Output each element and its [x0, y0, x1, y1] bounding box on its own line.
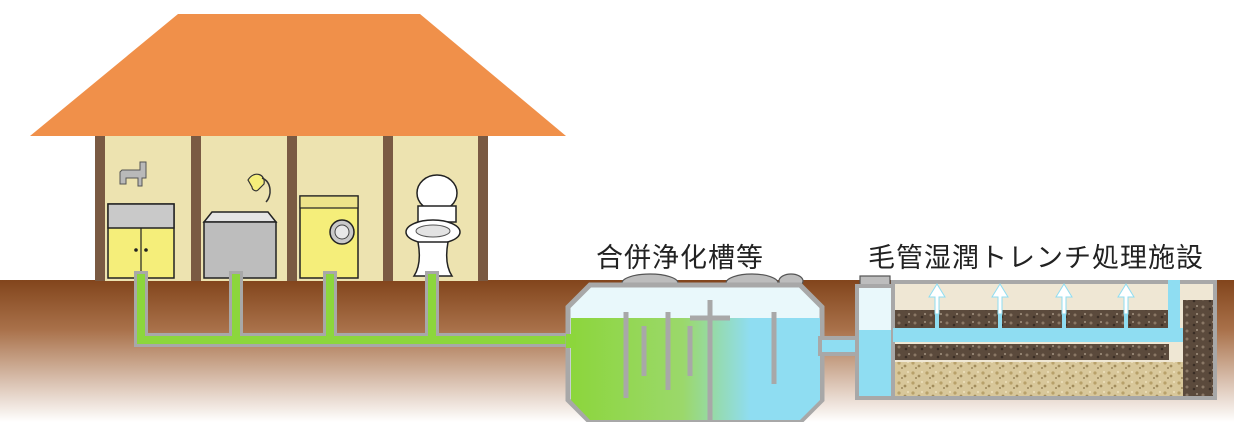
dark-soil-layer [895, 310, 1169, 328]
up-arrow-icon [991, 283, 1009, 315]
up-arrow-icon [928, 283, 946, 315]
faucet-icon [119, 161, 147, 187]
house-post [478, 133, 488, 281]
up-arrow-icon [1055, 283, 1073, 315]
house-roof [30, 14, 566, 136]
house-post [287, 133, 297, 281]
shower-icon [247, 173, 265, 192]
up-arrow-icon [1117, 283, 1135, 315]
bathtub-fixture [202, 173, 278, 279]
house-post [383, 133, 393, 281]
trench [891, 280, 1217, 400]
house-post [95, 133, 105, 281]
house [30, 14, 566, 281]
washing-machine-fixture [299, 195, 359, 279]
dark-soil-layer [895, 344, 1169, 360]
septic-tank [565, 273, 825, 422]
sink-fixture [107, 161, 175, 279]
trench-label: 毛管湿潤トレンチ処理施設 [868, 243, 1204, 274]
gravel-layer [895, 362, 1213, 396]
tank-label: 合併浄化槽等 [596, 243, 764, 274]
toilet-fixture [405, 174, 461, 277]
drain-pipes [134, 271, 582, 347]
distribution-box [855, 275, 895, 400]
house-post [191, 133, 201, 281]
gravel-layer [1183, 300, 1213, 396]
